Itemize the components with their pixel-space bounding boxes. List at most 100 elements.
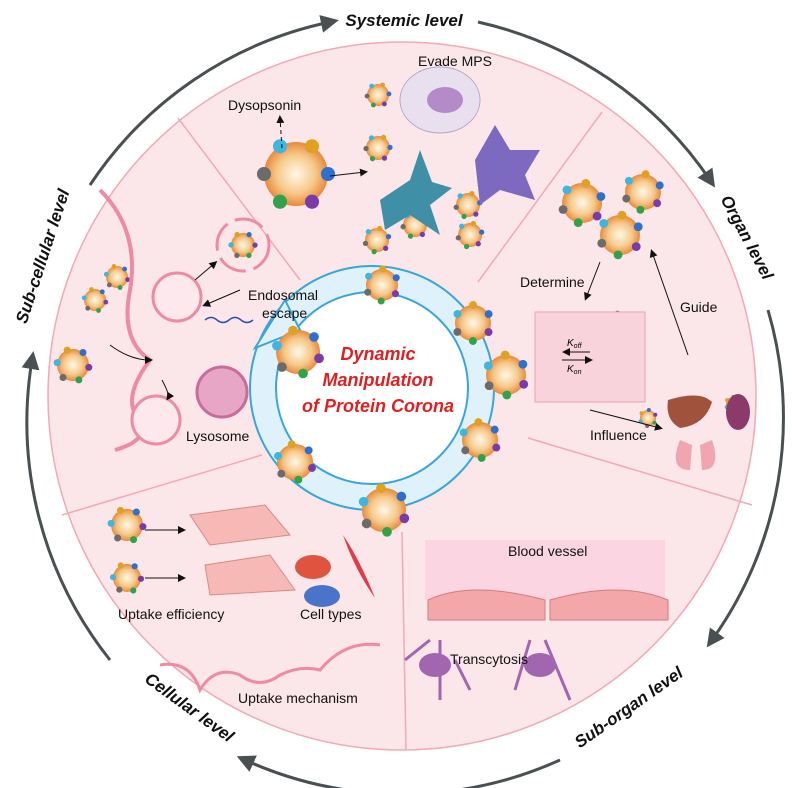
corona-protein xyxy=(469,191,475,197)
corona-protein xyxy=(473,211,479,217)
corona-protein xyxy=(461,213,467,219)
corona-protein xyxy=(490,425,499,434)
corona-protein xyxy=(475,241,481,247)
nanoparticle xyxy=(277,444,313,480)
label-guide: Guide xyxy=(680,299,718,315)
nanoparticle xyxy=(455,305,491,341)
corona-protein xyxy=(288,325,298,336)
corona-protein xyxy=(274,452,282,460)
corona-protein xyxy=(228,242,234,248)
target-cell-1 xyxy=(189,504,291,546)
label-escape: escape xyxy=(262,305,307,321)
corona-protein xyxy=(368,135,375,141)
corona-protein xyxy=(641,170,650,179)
corona-protein xyxy=(75,376,83,384)
label-cell-types: Cell types xyxy=(300,606,361,622)
corona-protein xyxy=(453,204,459,210)
nanoparticle xyxy=(57,349,89,381)
corona-protein xyxy=(387,144,393,151)
corona-protein xyxy=(597,238,607,248)
blood-vessel-panel xyxy=(534,311,646,403)
corona-protein xyxy=(653,199,662,208)
corona-protein xyxy=(646,408,651,413)
corona-protein xyxy=(581,178,591,188)
corona-protein xyxy=(122,266,128,272)
corona-protein xyxy=(99,289,105,295)
corona-protein xyxy=(377,225,383,231)
corona-protein xyxy=(484,310,493,319)
corona-protein xyxy=(484,328,493,337)
nanoparticle xyxy=(264,142,328,206)
corona-protein xyxy=(309,332,319,342)
corona-protein xyxy=(396,491,407,502)
corona-protein xyxy=(592,211,602,221)
corona-protein xyxy=(53,359,61,367)
nanoparticle xyxy=(458,223,482,247)
corona-protein xyxy=(622,194,631,203)
corona-protein xyxy=(116,586,123,593)
corona-protein xyxy=(131,563,138,570)
corona-protein xyxy=(470,220,477,227)
corona-protein xyxy=(617,210,627,220)
corona-protein xyxy=(633,222,643,232)
corona-protein xyxy=(407,233,414,239)
corona-protein xyxy=(364,93,370,99)
label-k-off: Koff xyxy=(567,338,583,350)
liver-icon xyxy=(667,395,712,428)
corona-protein xyxy=(371,249,377,255)
corona-protein xyxy=(419,231,426,238)
corona-protein xyxy=(107,519,115,527)
nanoparticle xyxy=(366,269,398,301)
corona-protein xyxy=(391,290,399,298)
center-title-line3: of Protein Corona xyxy=(302,396,454,416)
corona-protein xyxy=(256,166,272,182)
corona-protein xyxy=(457,193,463,199)
corona-protein xyxy=(106,282,112,288)
corona-protein xyxy=(624,176,633,185)
label-blood-vessel: Blood vessel xyxy=(508,543,587,559)
corona-protein xyxy=(469,301,478,309)
corona-protein xyxy=(85,305,91,311)
corona-protein xyxy=(304,139,320,154)
label-dysopsonin: Dysopsonin xyxy=(228,97,301,113)
corona-protein xyxy=(234,252,240,258)
nanoparticle xyxy=(366,136,390,160)
corona-protein xyxy=(125,277,131,283)
corona-protein xyxy=(386,91,392,97)
endosome-2 xyxy=(130,394,182,446)
corona-protein xyxy=(365,272,373,280)
corona-protein xyxy=(294,475,303,484)
nanoparticle xyxy=(600,215,640,255)
cell-type-blue xyxy=(304,585,340,607)
label-uptake-mechanism: Uptake mechanism xyxy=(238,690,358,706)
corona-protein xyxy=(599,218,609,228)
corona-protein xyxy=(399,513,410,524)
corona-protein xyxy=(96,308,101,313)
corona-protein xyxy=(382,526,392,537)
corona-protein xyxy=(361,518,372,529)
corona-protein xyxy=(381,155,388,161)
corona-protein xyxy=(636,205,645,214)
corona-protein xyxy=(380,82,385,88)
nanoparticle xyxy=(231,233,255,257)
nanoparticle xyxy=(113,564,141,592)
corona-protein xyxy=(459,223,465,229)
corona-protein xyxy=(596,192,606,201)
nanoparticle xyxy=(462,422,498,458)
corona-protein xyxy=(59,373,67,382)
label-endosomal: Endosomal xyxy=(248,287,318,303)
corona-protein xyxy=(130,536,138,544)
corona-protein xyxy=(653,412,658,417)
corona-protein xyxy=(502,390,512,400)
nanoparticle xyxy=(562,183,602,223)
corona-protein xyxy=(365,229,371,235)
nanoparticle xyxy=(111,509,143,541)
corona-protein xyxy=(638,419,643,424)
corona-protein xyxy=(246,252,252,259)
corona-protein xyxy=(304,446,313,455)
corona-protein xyxy=(492,443,501,452)
corona-protein xyxy=(385,234,392,240)
corona-protein xyxy=(272,194,288,209)
corona-protein xyxy=(518,359,528,369)
corona-protein xyxy=(381,101,387,107)
